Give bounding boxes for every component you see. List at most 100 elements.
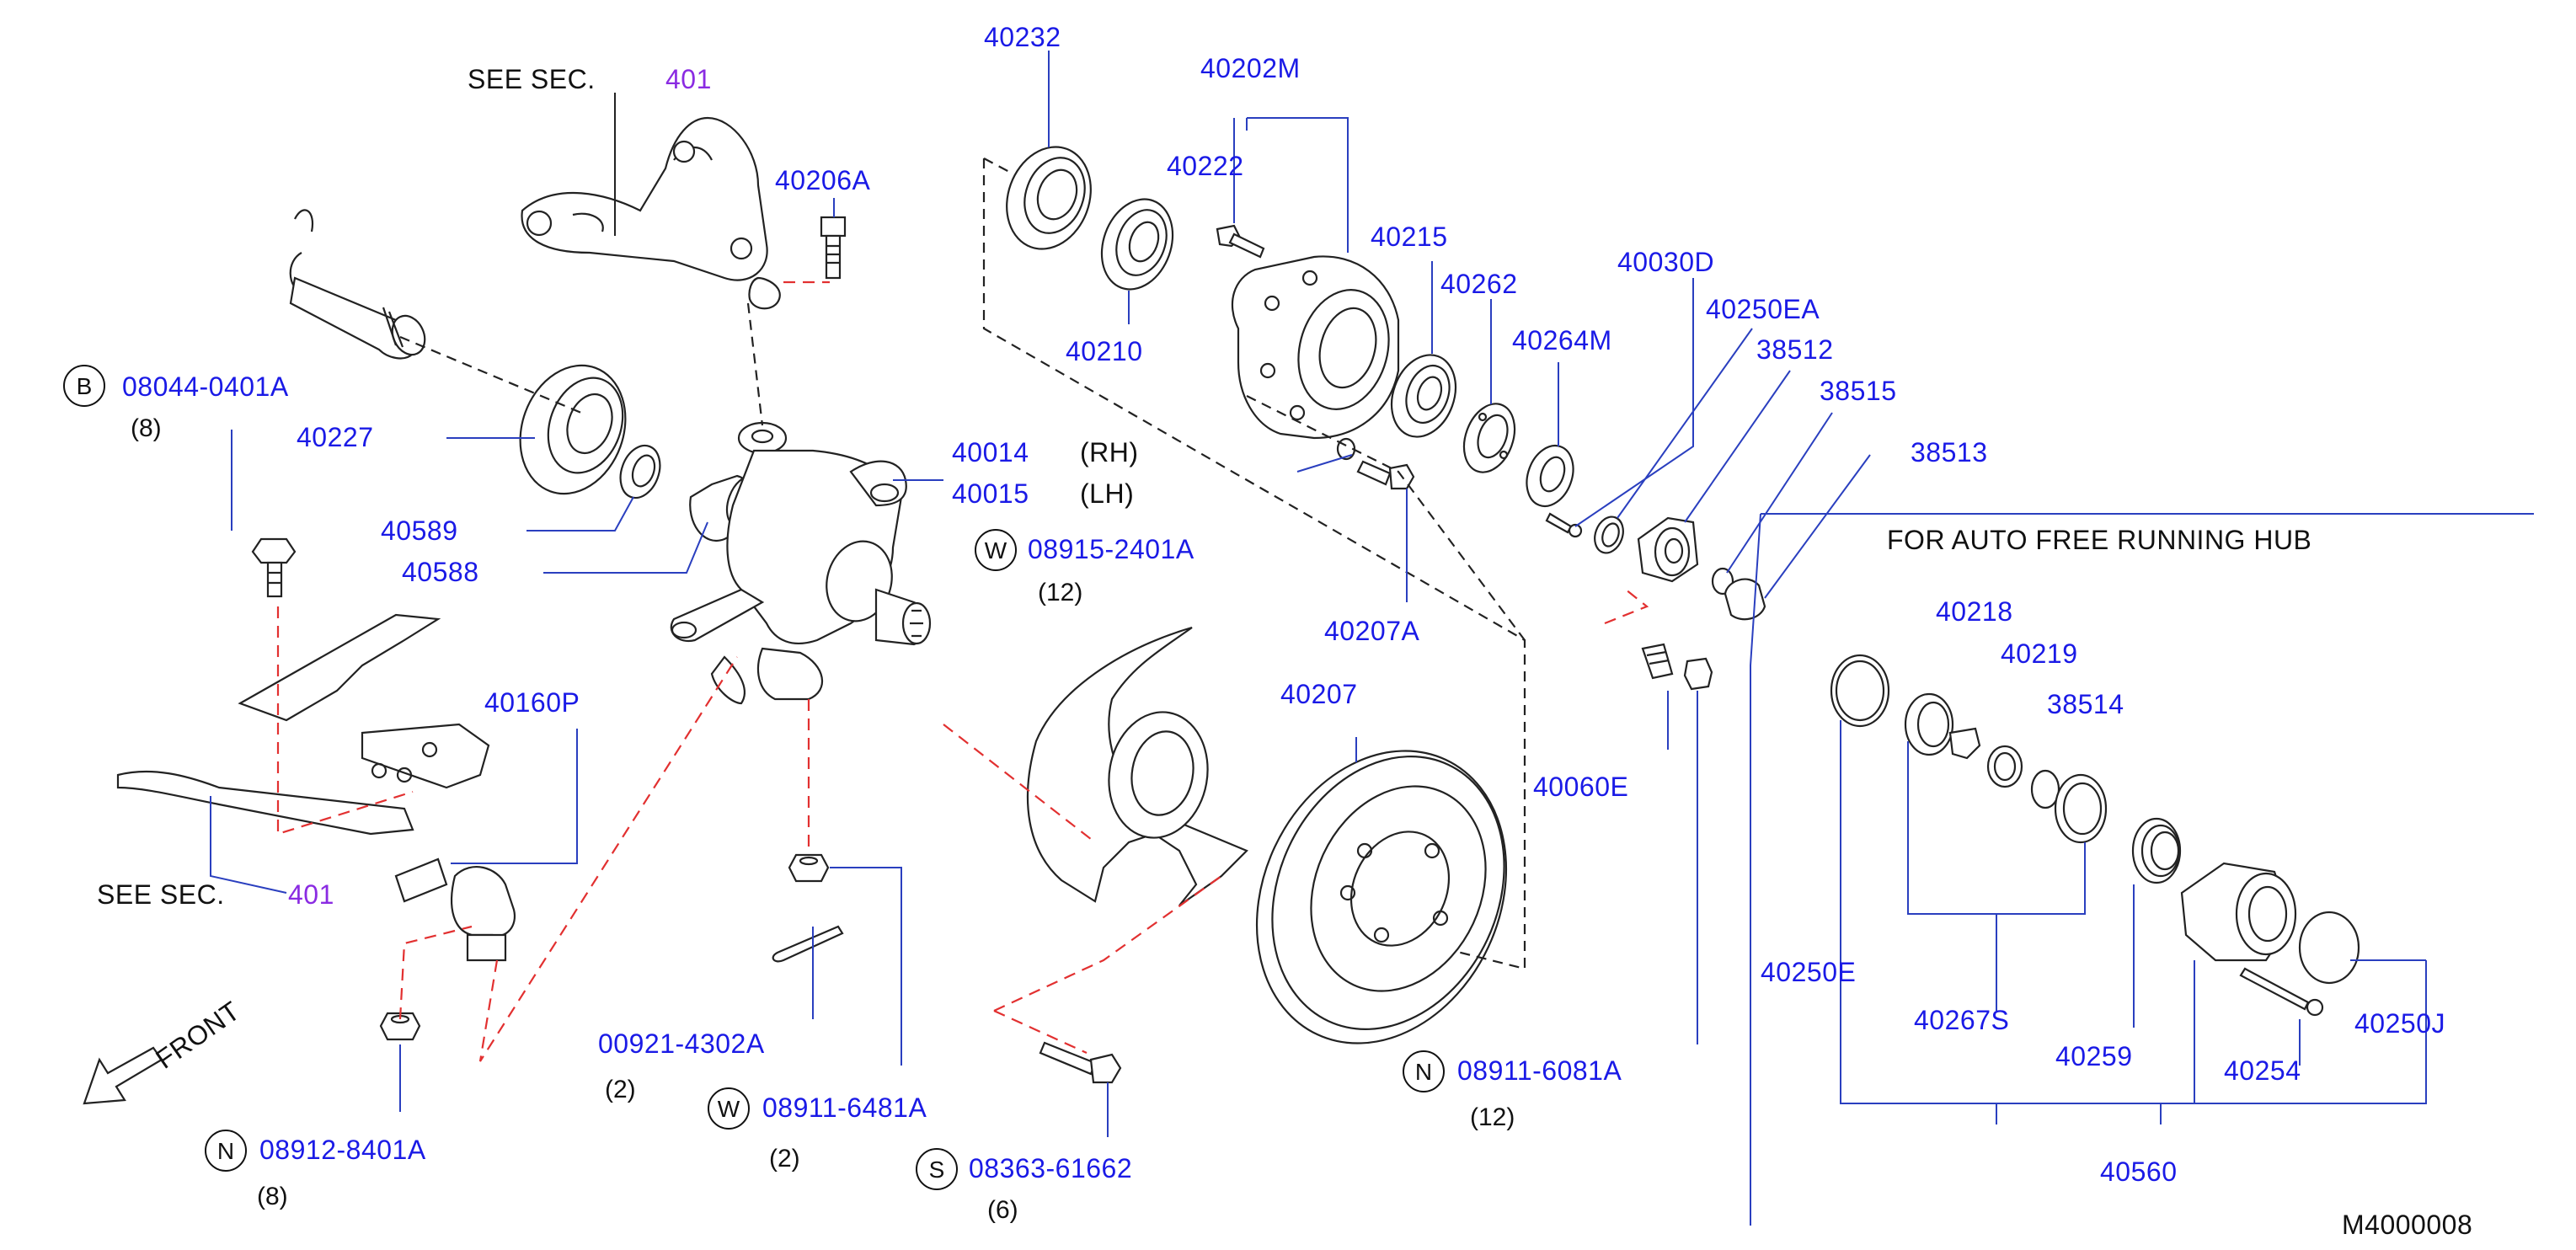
auto-free-running-hub-heading: FOR AUTO FREE RUNNING HUB — [1887, 525, 2311, 555]
bolt-40254-drawing — [2239, 967, 2324, 1017]
nut-08911-6481A-drawing — [788, 853, 830, 883]
cap-38512-drawing — [1637, 516, 1699, 583]
part-label-40589[interactable]: 40589 — [381, 515, 457, 546]
part-label-38513[interactable]: 38513 — [1911, 437, 1987, 467]
hub-40202M-drawing — [1231, 255, 1400, 440]
part-label-40267S[interactable]: 40267S — [1914, 1005, 2009, 1035]
part-label-38514[interactable]: 38514 — [2047, 689, 2124, 719]
bolt-40222-drawing — [1216, 224, 1265, 259]
part-label-08363[interactable]: 08363-61662 — [969, 1153, 1132, 1183]
part-label-38512[interactable]: 38512 — [1756, 334, 1833, 365]
qty-08044: (8) — [131, 414, 162, 442]
qty-08911-6081A: (12) — [1470, 1103, 1515, 1131]
bearing-40210-drawing — [1100, 198, 1174, 291]
ball-joint-drawing — [394, 857, 516, 962]
part-label-40215[interactable]: 40215 — [1371, 222, 1447, 252]
rotor-40207-drawing — [1255, 750, 1508, 1044]
part-label-40207[interactable]: 40207 — [1280, 679, 1357, 709]
circle-code-W1: W — [975, 529, 1017, 571]
oring-40250EA-drawing — [1594, 515, 1624, 554]
circle-code-B-letter: B — [77, 373, 93, 399]
qty-08915: (12) — [1038, 579, 1082, 606]
ring-40589-drawing — [619, 444, 661, 499]
splash-guard-drawing — [116, 613, 490, 836]
screw-40030D-drawing — [1545, 512, 1583, 538]
part-label-08912[interactable]: 08912-8401A — [259, 1135, 426, 1165]
bearing-40215-drawing — [1390, 354, 1457, 438]
part-label-40588[interactable]: 40588 — [402, 557, 478, 587]
circle-code-N2: N — [205, 1130, 247, 1172]
knuckle-drawing — [670, 421, 932, 705]
front-label: FRONT — [150, 996, 245, 1075]
part-label-40259[interactable]: 40259 — [2055, 1041, 2132, 1071]
part-label-40262[interactable]: 40262 — [1440, 269, 1517, 299]
part-label-40160P[interactable]: 40160P — [484, 687, 580, 718]
part-label-40014-side: (RH) — [1080, 437, 1139, 467]
leader-lines — [210, 51, 2534, 1226]
snap-ring-38514-drawing — [2030, 769, 2060, 809]
assembly-lines — [276, 158, 1649, 1062]
part-label-40250J[interactable]: 40250J — [2354, 1008, 2445, 1039]
see-sec-ref-bottom[interactable]: 401 — [288, 879, 334, 910]
part-label-40218[interactable]: 40218 — [1936, 596, 2012, 627]
part-label-40015-side: (LH) — [1080, 478, 1134, 509]
part-label-40015[interactable]: 40015 — [952, 478, 1029, 509]
cap-38513-drawing — [1724, 578, 1766, 621]
part-label-40250E[interactable]: 40250E — [1761, 957, 1856, 987]
qty-08912: (8) — [257, 1183, 288, 1210]
part-label-40210[interactable]: 40210 — [1066, 336, 1142, 366]
plate-40264M-drawing — [1526, 445, 1574, 507]
hub-body-40560-drawing — [2180, 862, 2297, 962]
circle-code-W2: W — [708, 1087, 750, 1130]
washer-40262-drawing — [1462, 403, 1516, 473]
baffle-plate-drawing — [1026, 626, 1248, 906]
part-label-08915[interactable]: 08915-2401A — [1028, 534, 1194, 564]
diagram-id: M4000008 — [2342, 1210, 2472, 1240]
part-label-08911-6481A[interactable]: 08911-6481A — [762, 1092, 927, 1123]
part-label-00921[interactable]: 00921-4302A — [598, 1028, 765, 1059]
part-label-40206A[interactable]: 40206A — [775, 165, 870, 195]
ring-40267S-drawing — [2054, 773, 2108, 844]
part-label-40250EA[interactable]: 40250EA — [1706, 294, 1820, 324]
part-label-40219[interactable]: 40219 — [2001, 638, 2077, 669]
snap-ring-40219-drawing — [1986, 745, 2023, 788]
part-label-40014[interactable]: 40014 — [952, 437, 1029, 467]
cover-40250J-drawing — [2298, 911, 2360, 985]
part-label-08911-6081A[interactable]: 08911-6081A — [1457, 1055, 1622, 1086]
part-label-40207A[interactable]: 40207A — [1324, 616, 1419, 646]
see-sec-ref-top[interactable]: 401 — [665, 64, 712, 94]
qty-00921: (2) — [605, 1076, 636, 1103]
part-label-38515[interactable]: 38515 — [1820, 376, 1896, 406]
part-label-40254[interactable]: 40254 — [2224, 1055, 2301, 1086]
see-sec-label-bottom[interactable]: SEE SEC. — [97, 879, 225, 910]
oring-40250E-drawing — [1830, 654, 1890, 728]
nut-08911-6081A-drawing — [1683, 657, 1713, 691]
part-label-40222[interactable]: 40222 — [1167, 151, 1243, 181]
cotter-pin-drawing — [772, 925, 844, 963]
seal-40227-drawing — [519, 364, 627, 495]
qty-08911-6481A: (2) — [769, 1145, 800, 1173]
part-label-08044[interactable]: 08044-0401A — [122, 371, 289, 402]
front-arrow-icon — [83, 1046, 163, 1105]
qty-08363: (6) — [987, 1196, 1018, 1224]
spring-40259-drawing — [2131, 817, 2182, 884]
nut-08912-drawing — [379, 1012, 421, 1041]
part-label-40232[interactable]: 40232 — [984, 22, 1061, 52]
upper-link-drawing — [521, 116, 781, 310]
part-label-40264M[interactable]: 40264M — [1512, 325, 1612, 355]
bolt-08044-drawing — [251, 537, 297, 598]
bolt-08363-drawing — [1039, 1041, 1122, 1084]
part-label-40560[interactable]: 40560 — [2100, 1157, 2177, 1187]
circle-code-S: S — [916, 1148, 958, 1190]
circle-code-S-letter: S — [929, 1157, 945, 1183]
part-label-40202M[interactable]: 40202M — [1200, 53, 1301, 83]
part-label-40060E[interactable]: 40060E — [1533, 772, 1628, 802]
circle-code-B: B — [63, 365, 105, 407]
seal-40232-drawing — [1006, 146, 1092, 250]
part-label-40030D[interactable]: 40030D — [1617, 247, 1714, 277]
bolt-40206A-drawing — [820, 216, 847, 280]
drive-shaft-drawing — [289, 209, 426, 360]
part-label-40227[interactable]: 40227 — [297, 422, 373, 452]
see-sec-label-top[interactable]: SEE SEC. — [468, 64, 596, 94]
